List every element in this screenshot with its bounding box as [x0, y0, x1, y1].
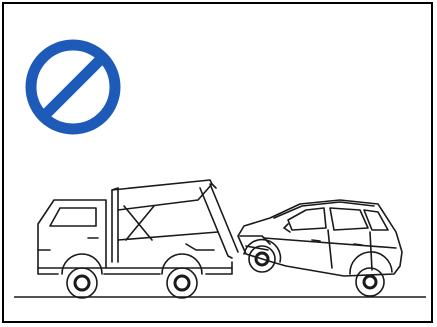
tow-truck-icon: [38, 180, 238, 298]
suv-icon: [238, 200, 402, 296]
prohibited-sign-icon: [31, 45, 115, 129]
